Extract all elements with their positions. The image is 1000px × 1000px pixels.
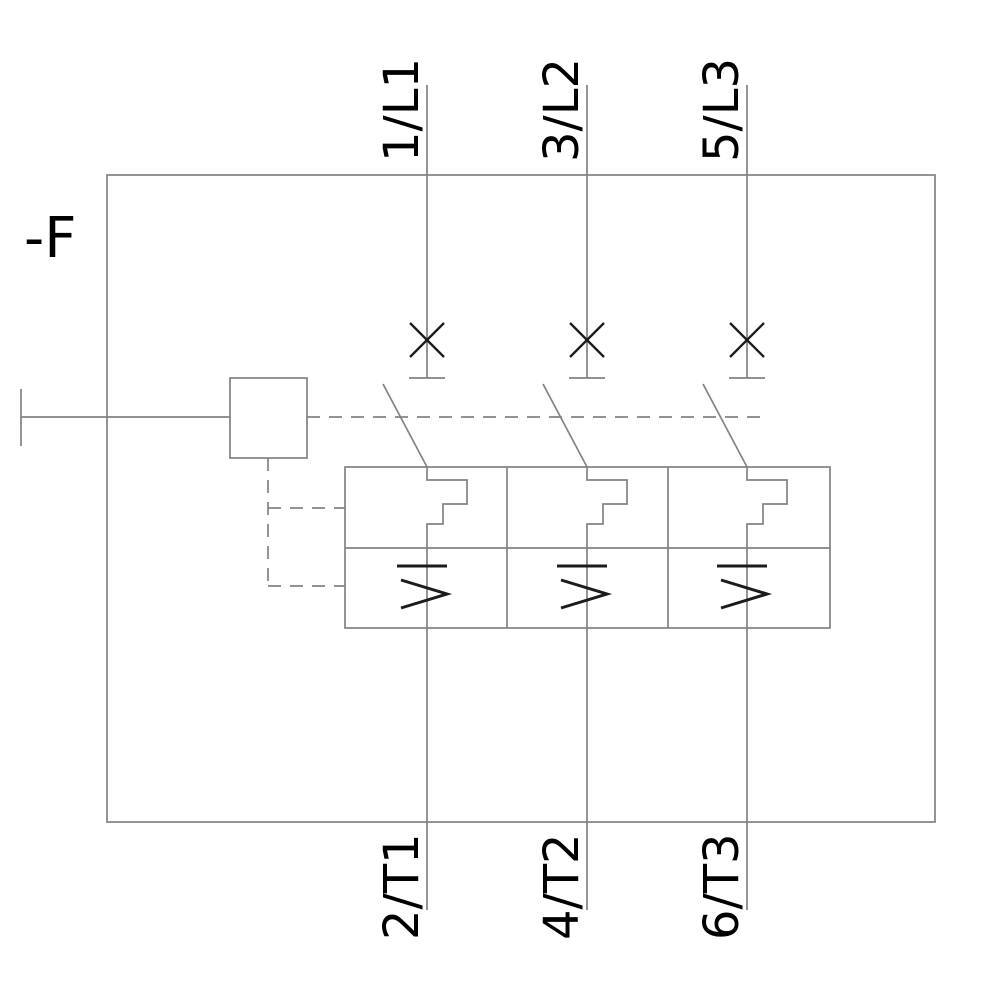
terminal-label-bottom-2: 4/T2 [534, 833, 590, 940]
pole-3-magnetic-overcurrent-icon [717, 564, 773, 610]
mechanism-box [229, 377, 308, 459]
device-designation-label: -F [24, 206, 76, 271]
pole-1-breaker-contact-x-icon [409, 322, 445, 358]
pole-3: 5/L3 6/T3 [694, 58, 788, 940]
pole-3-thermal-overload-icon [746, 467, 788, 548]
terminal-label-bottom-1: 2/T1 [374, 833, 430, 940]
pole-1-thermal-overload-icon [426, 467, 468, 548]
pole-1: 1/L1 2/T1 [374, 58, 468, 940]
terminal-label-bottom-3: 6/T3 [694, 833, 750, 940]
enclosure-border [106, 174, 936, 823]
pole-2-contact-blade [542, 383, 588, 468]
pole-1-contact-blade [382, 383, 428, 468]
pole-2-magnetic-overcurrent-icon [557, 564, 613, 610]
terminal-label-top-2: 3/L2 [534, 58, 590, 162]
pole-2-breaker-contact-x-icon [569, 322, 605, 358]
manual-operator [20, 389, 230, 446]
terminal-label-top-3: 5/L3 [694, 58, 750, 162]
pole-2: 3/L2 4/T2 [534, 58, 628, 940]
terminal-label-top-1: 1/L1 [374, 58, 430, 162]
pole-2-thermal-overload-icon [586, 467, 628, 548]
pole-1-magnetic-overcurrent-icon [397, 564, 453, 610]
pole-3-breaker-contact-x-icon [729, 322, 765, 358]
pole-3-contact-blade [702, 383, 748, 468]
release-linkage-dashed [267, 458, 345, 587]
